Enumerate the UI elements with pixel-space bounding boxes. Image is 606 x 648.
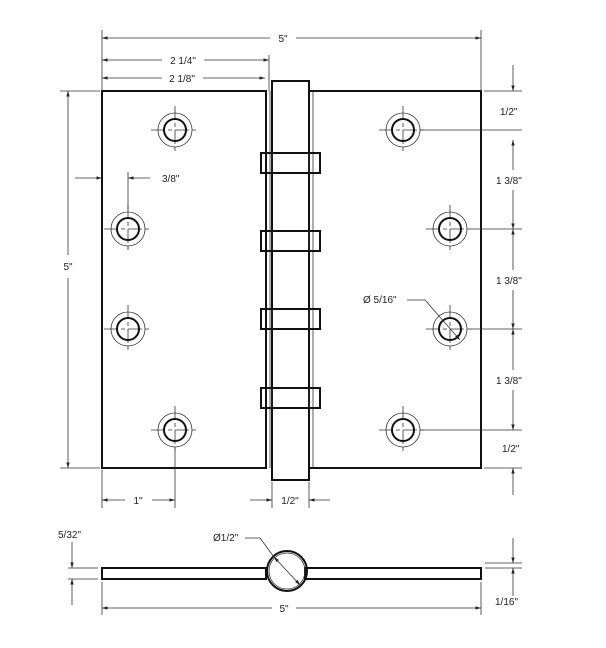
dim-knuckle-width: 1/2"	[281, 496, 299, 507]
screw-hole	[104, 305, 152, 353]
side-barrel-inner	[268, 552, 306, 590]
dim-hole-spacing-3: 1 3/8"	[496, 376, 522, 387]
dim-overall-width: 5"	[278, 34, 288, 45]
side-barrel	[266, 550, 308, 592]
side-view: Ø1/2" 5/32" 1/16" 5"	[58, 530, 522, 615]
left-leaf	[101, 90, 267, 469]
dim-hole-spacing-top: 1/2"	[500, 107, 518, 118]
dim-leaf-width-outer: 2 1/4"	[170, 56, 196, 67]
bearings	[260, 152, 321, 409]
dim-hole-spacing-1: 1 3/8"	[496, 176, 522, 187]
dim-hole-spacing-2: 1 3/8"	[496, 276, 522, 287]
side-left-leaf	[101, 567, 267, 580]
dim-hole-spacing-bottom: 1/2"	[502, 444, 520, 455]
screw-holes	[104, 106, 474, 454]
dimensions: 5" 2 1/4" 2 1/8" 5" 3/8" 1/2"	[60, 30, 522, 508]
screw-hole	[379, 406, 427, 454]
screw-hole	[151, 406, 199, 454]
right-leaf	[309, 90, 482, 469]
screw-hole	[104, 205, 152, 253]
dim-leaf-thickness: 1/16"	[495, 597, 518, 608]
dim-hole-column-offset: 1"	[133, 496, 143, 507]
front-view: 5" 2 1/4" 2 1/8" 5" 3/8" 1/2"	[60, 30, 522, 508]
side-right-leaf	[304, 567, 482, 580]
dim-knuckle-height: 5/32"	[58, 530, 81, 541]
screw-hole	[379, 106, 427, 154]
dim-hole-diameter: Ø 5/16"	[363, 295, 397, 306]
screw-hole	[426, 205, 474, 253]
dim-side-overall-width: 5"	[279, 604, 289, 615]
screw-hole	[151, 106, 199, 154]
barrel	[271, 80, 310, 481]
dim-leaf-width-inner: 2 1/8"	[169, 74, 195, 85]
dim-overall-height: 5"	[63, 262, 73, 273]
dim-barrel-diameter: Ø1/2"	[213, 533, 239, 544]
dim-hole-edge-offset: 3/8"	[162, 174, 180, 185]
